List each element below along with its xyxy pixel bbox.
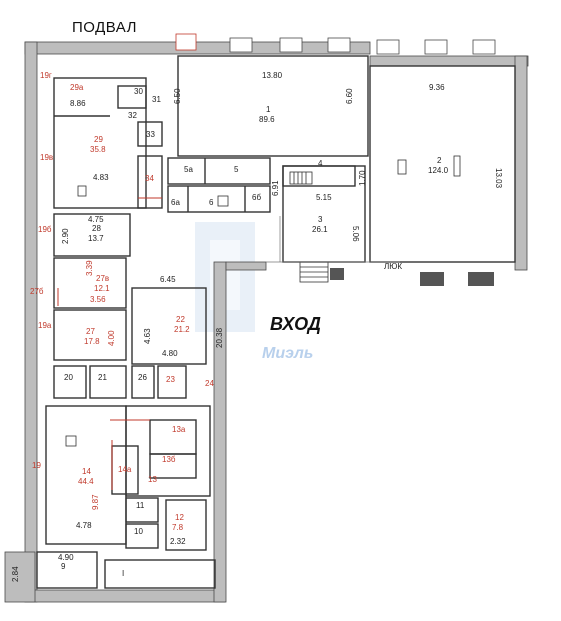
room-2-width: 9.36	[429, 83, 445, 92]
room-22-area: 21.2	[174, 325, 190, 334]
entrance-label: ВХОД	[270, 314, 321, 334]
room-27v-area: 12.1	[94, 284, 110, 293]
room-31-number: 31	[152, 95, 161, 104]
room-27-area: 17.8	[84, 337, 100, 346]
room-3-area: 26.1	[312, 225, 328, 234]
room-28-area: 13.7	[88, 234, 104, 243]
corridor-width: 6.45	[160, 275, 176, 284]
room-28-number: 28	[92, 224, 101, 233]
room-27v-height: 3.39	[85, 260, 94, 276]
hatch-label: ЛЮК	[384, 262, 402, 271]
room-4-number: 4	[318, 159, 323, 168]
room-6a-number: 6а	[171, 198, 180, 207]
room-29a-number: 29а	[70, 83, 84, 92]
room-1-width: 13.80	[262, 71, 283, 80]
room-27-height: 4.00	[107, 330, 116, 346]
room-28-width: 4.75	[88, 215, 104, 224]
fixtures	[65, 155, 461, 447]
room-32-number: 32	[128, 111, 137, 120]
room-19b-number: 19б	[38, 225, 52, 234]
staircase	[289, 171, 329, 283]
watermark-text: Миэль	[262, 345, 313, 362]
room-2-number: 2	[437, 156, 442, 165]
room-13-number: 13	[148, 475, 157, 484]
room-21-number: 21	[98, 373, 107, 382]
room-14-area: 44.4	[78, 477, 94, 486]
room-I-number: I	[122, 569, 124, 578]
room-5-number: 5	[234, 165, 239, 174]
room-29-dim-top: 8.86	[70, 99, 86, 108]
room-14a-number: 14а	[118, 465, 132, 474]
room-3-dim-left: 6.91	[271, 180, 280, 196]
room-1-number: 1	[266, 105, 271, 114]
room-26-number: 26	[138, 373, 147, 382]
room-13a-number: 13а	[172, 425, 186, 434]
room-1-height-left: 6.50	[173, 88, 182, 104]
room-3-dim-right: 1.70	[358, 170, 367, 186]
room-19v-number: 19в	[40, 153, 53, 162]
room-9-number: 9	[61, 562, 66, 571]
light-wells	[330, 268, 494, 286]
room-27v-width: 3.56	[90, 295, 106, 304]
room-11-number: 11	[136, 501, 145, 510]
room-29-area: 35.8	[90, 145, 106, 154]
plan-title: ПОДВАЛ	[72, 19, 137, 36]
room-29-dim-bottom: 4.83	[93, 173, 109, 182]
room-24-number: 24	[205, 379, 214, 388]
room-22-height: 4.63	[143, 328, 152, 344]
room-12-width: 2.32	[170, 537, 186, 546]
room-34-number: 34	[145, 174, 154, 183]
room-9-height: 2.84	[11, 566, 20, 582]
corridor-length: 20.38	[215, 327, 224, 348]
room-5a-number: 5а	[184, 165, 193, 174]
room-28-height: 2.90	[61, 228, 70, 244]
outer-walls	[4, 41, 529, 603]
room-10-number: 10	[134, 527, 143, 536]
room-14-width: 4.78	[76, 521, 92, 530]
room-13b-number: 13б	[162, 455, 176, 464]
room-22-number: 22	[176, 315, 185, 324]
room-19a-number: 19а	[38, 321, 52, 330]
room-12-number: 12	[175, 513, 184, 522]
room-1-area: 89.6	[259, 115, 275, 124]
room-14-height: 9.87	[91, 494, 100, 510]
room-30-number: 30	[134, 87, 143, 96]
room-33-number: 33	[146, 130, 155, 139]
room-22-width: 4.80	[162, 349, 178, 358]
room-6-number: 6	[209, 198, 214, 207]
room-19g-number: 19г	[40, 71, 52, 80]
hatching	[57, 197, 162, 490]
room-14-number: 14	[82, 467, 91, 476]
room-1-height-right: 6.60	[345, 88, 354, 104]
room-2-area: 124.0	[428, 166, 449, 175]
room-20-number: 20	[64, 373, 73, 382]
room-walls	[36, 55, 516, 589]
room-9-width: 4.90	[58, 553, 74, 562]
room-27-number: 27	[86, 327, 95, 336]
room-3-height: 5.06	[351, 226, 360, 242]
room-3-width: 5.15	[316, 193, 332, 202]
dimension-lines	[266, 216, 400, 263]
room-27v-number: 27в	[96, 274, 109, 283]
room-3-number: 3	[318, 215, 323, 224]
room-29-number: 29	[94, 135, 103, 144]
windows	[175, 33, 496, 55]
room-6b-number: 6б	[252, 193, 261, 202]
room-19-number: 19	[32, 461, 41, 470]
room-12-area: 7.8	[172, 523, 184, 532]
room-27b-number: 27б	[30, 287, 44, 296]
room-2-height: 13.03	[494, 168, 503, 189]
room-23-number: 23	[166, 375, 175, 384]
